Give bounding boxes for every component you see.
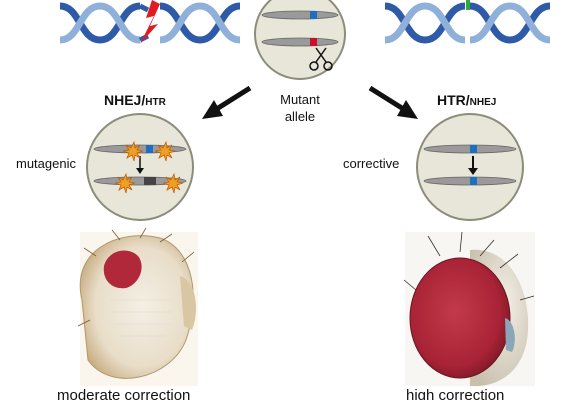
- arrow-icon: [202, 85, 252, 119]
- center-label-line1: Mutant: [280, 92, 320, 107]
- fly-eye-high-image: [403, 231, 535, 387]
- right-cell: [416, 113, 524, 221]
- center-label-line2: allele: [284, 109, 316, 124]
- right-title: HTR/NHEJ: [437, 92, 496, 110]
- left-title-sub: HTR: [145, 97, 166, 108]
- right-title-main: HTR/: [437, 92, 470, 108]
- right-caption: high correction: [406, 387, 505, 400]
- lightning-bolt-icon: [140, 0, 160, 44]
- right-outcome-label: corrective: [343, 156, 400, 171]
- left-outcome-label: mutagenic: [16, 156, 76, 171]
- dna-helix-icon: [59, 2, 241, 44]
- scissors-icon: [309, 47, 333, 71]
- spark-icon: [114, 140, 184, 194]
- left-title-main: NHEJ/: [104, 92, 146, 108]
- right-title-sub: NHEJ: [469, 97, 497, 108]
- center-cell: [254, 0, 346, 80]
- left-title: NHEJ/HTR: [104, 92, 166, 110]
- left-caption: moderate correction: [57, 387, 191, 400]
- left-cell: [86, 113, 194, 221]
- dna-helix-icon: [384, 2, 551, 44]
- fly-eye-moderate-image: [77, 227, 198, 386]
- green-marker: [466, 0, 470, 10]
- arrow-icon: [368, 85, 418, 119]
